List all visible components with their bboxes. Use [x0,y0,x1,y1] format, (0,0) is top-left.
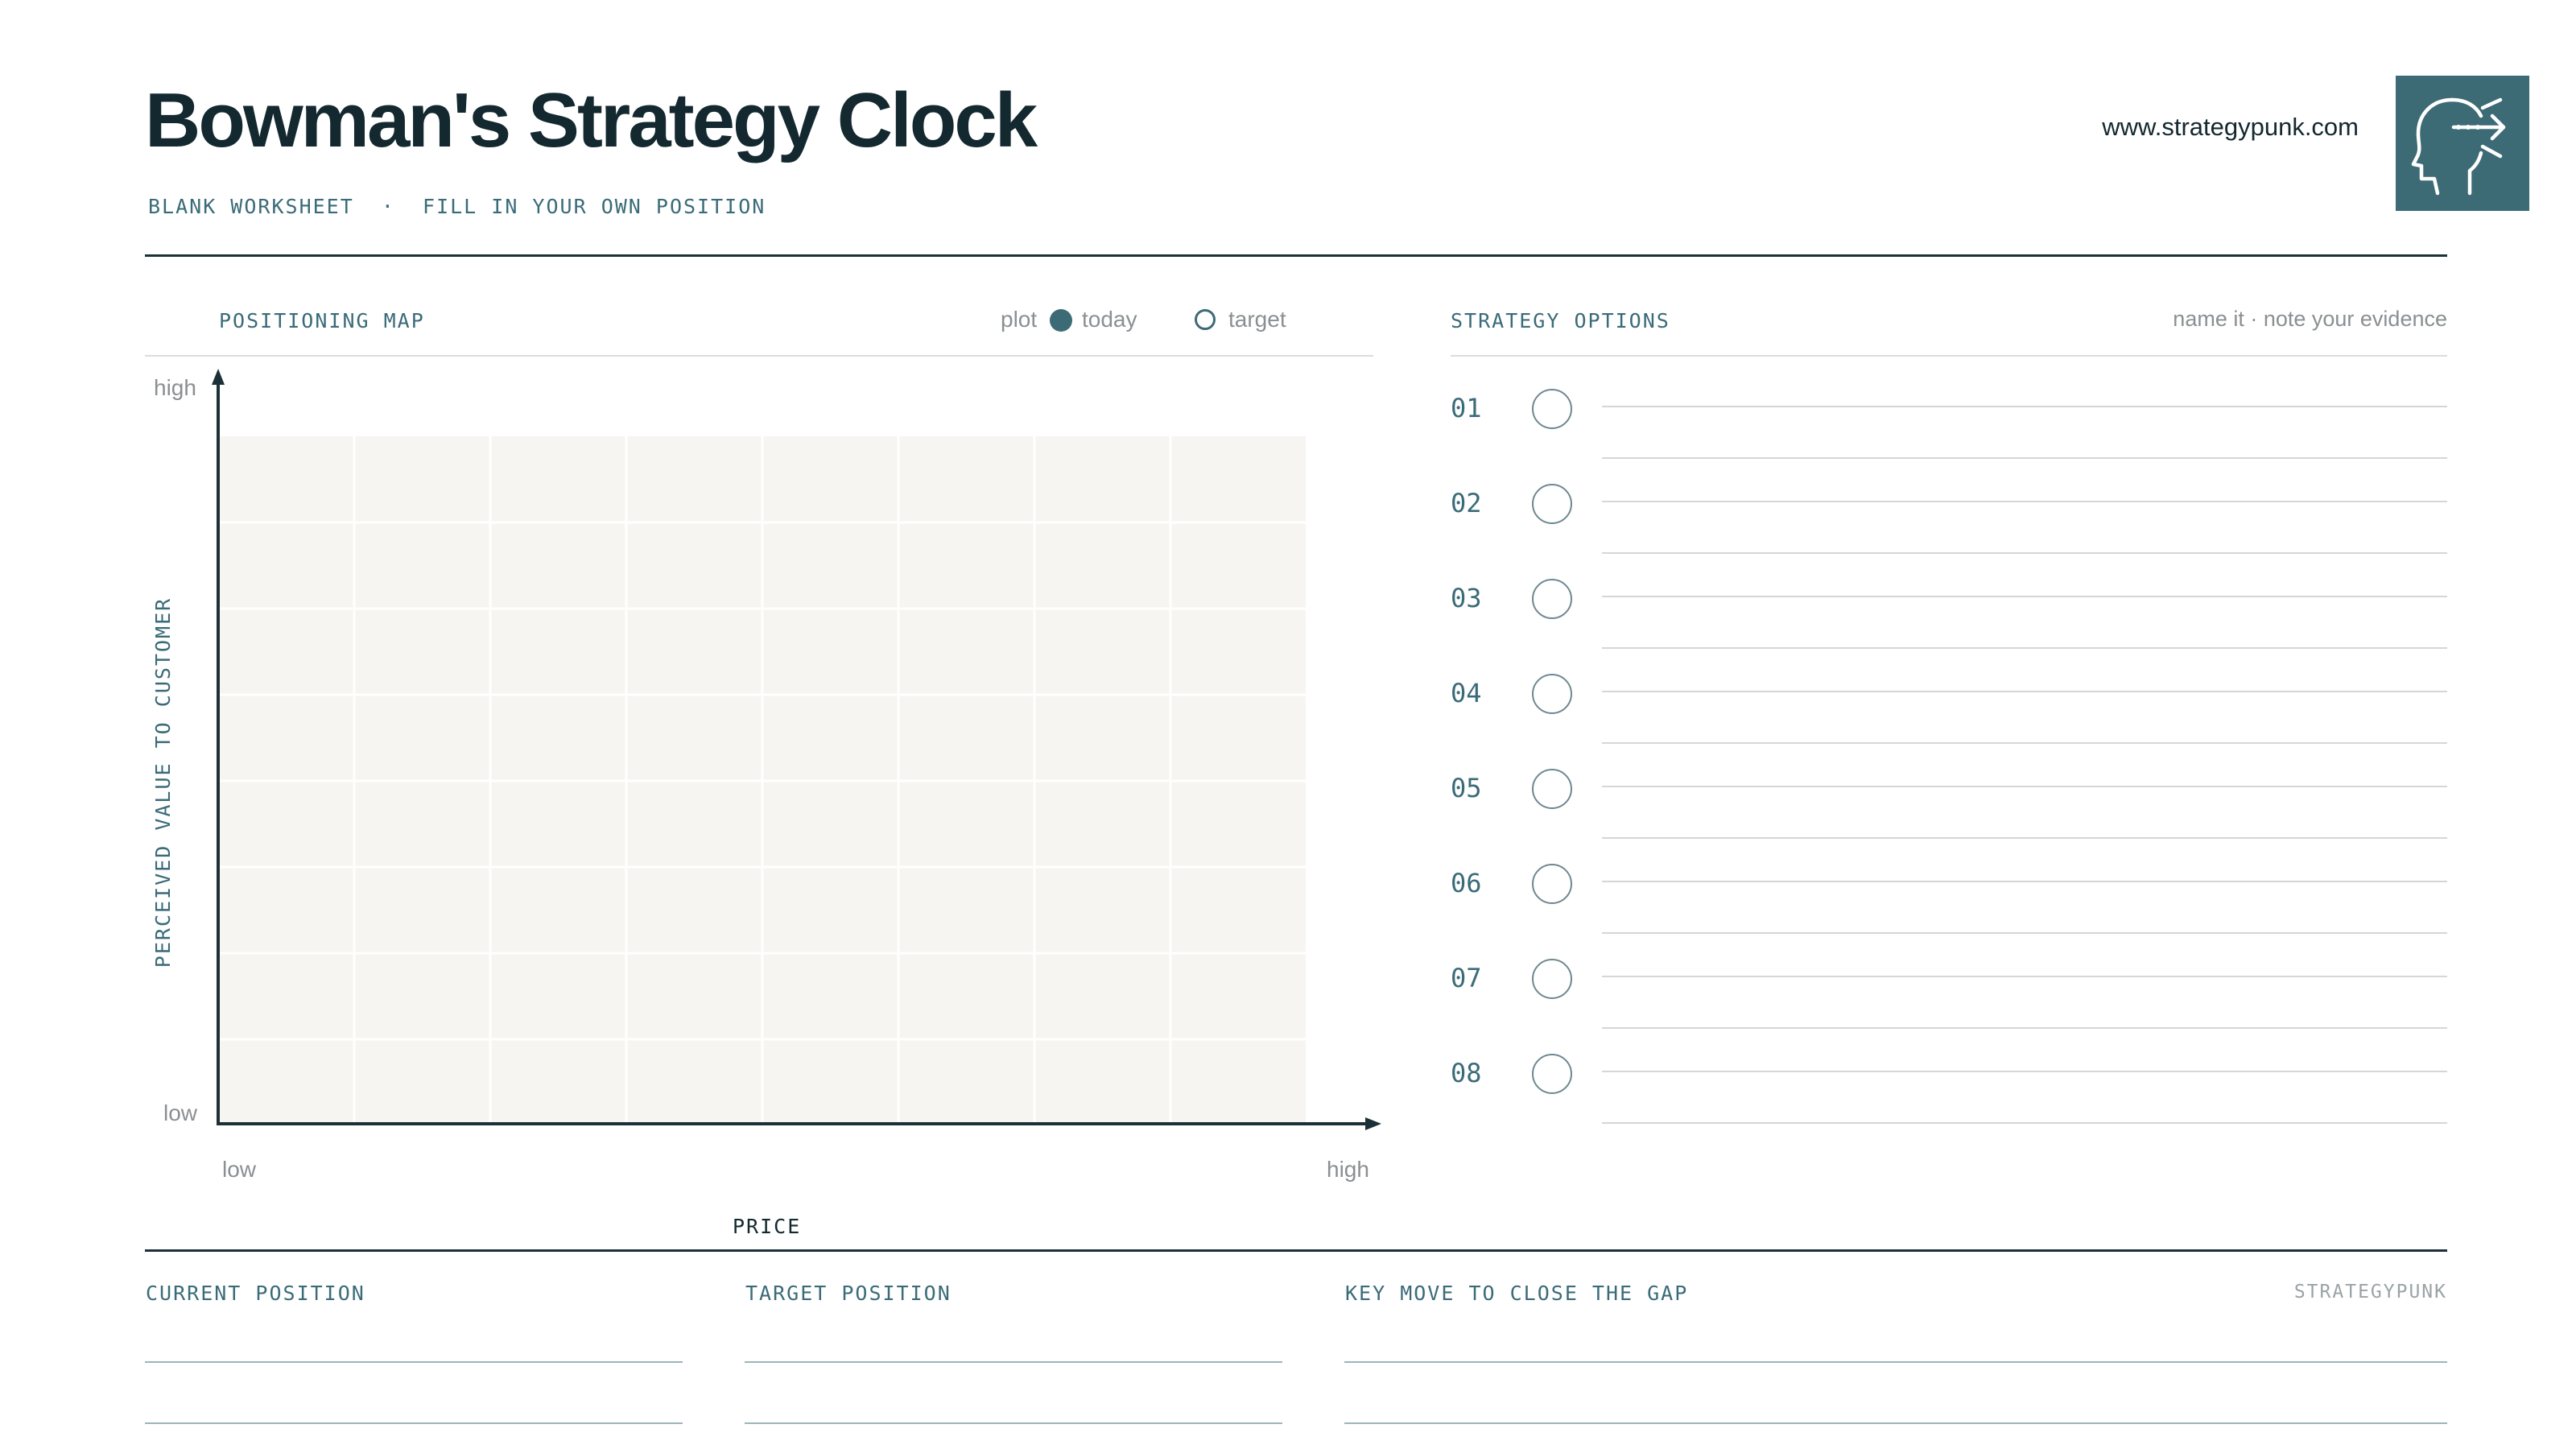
options-hint: name it · note your evidence [2173,307,2447,331]
option-evidence-line[interactable] [1602,932,2447,934]
page-subtitle: BLANK WORKSHEET · FILL IN YOUR OWN POSIT… [148,195,766,218]
map-section-label: POSITIONING MAP [219,309,425,332]
logo [2396,76,2529,211]
option-select-circle[interactable] [1532,674,1572,714]
option-evidence-line[interactable] [1602,647,2447,649]
key-move-line-2[interactable] [1344,1422,2447,1424]
option-number: 06 [1451,868,1482,898]
x-axis-low-label: low [222,1157,257,1182]
footer-divider [145,1249,2447,1252]
option-select-circle[interactable] [1532,389,1572,429]
legend-target-label: target [1228,307,1286,332]
page-title: Bowman's Strategy Clock [145,77,1038,163]
option-name-line[interactable] [1602,786,2447,787]
x-axis [217,1117,1381,1130]
website-link[interactable]: www.strategypunk.com [2102,113,2359,141]
current-position-line-1[interactable] [145,1361,683,1363]
option-name-line[interactable] [1602,881,2447,882]
option-number: 04 [1451,678,1482,708]
key-move-line-1[interactable] [1344,1361,2447,1363]
option-number: 08 [1451,1058,1482,1088]
option-name-line[interactable] [1602,976,2447,977]
target-position-label: TARGET POSITION [745,1282,952,1305]
option-number: 05 [1451,773,1482,803]
key-move-label: KEY MOVE TO CLOSE THE GAP [1345,1282,1689,1305]
legend-target-marker [1195,309,1216,330]
option-number: 01 [1451,393,1482,423]
target-position-line-2[interactable] [745,1422,1282,1424]
map-grid-lines [219,436,1306,1122]
y-axis-title: PERCEIVED VALUE TO CUSTOMER [151,597,175,968]
option-evidence-line[interactable] [1602,1027,2447,1029]
option-number: 02 [1451,488,1482,518]
target-position-line-1[interactable] [745,1361,1282,1363]
y-axis [212,369,225,1125]
option-select-circle[interactable] [1532,484,1572,524]
option-select-circle[interactable] [1532,579,1572,619]
option-name-line[interactable] [1602,501,2447,502]
option-name-line[interactable] [1602,596,2447,597]
option-name-line[interactable] [1602,1071,2447,1072]
options-section-label: STRATEGY OPTIONS [1451,309,1670,332]
x-axis-title: PRICE [733,1215,802,1238]
option-evidence-line[interactable] [1602,837,2447,839]
legend-today-marker [1050,309,1072,332]
option-evidence-line[interactable] [1602,1122,2447,1124]
positioning-map[interactable] [121,362,1393,1151]
x-axis-high-label: high [1327,1157,1369,1182]
legend-plot-label: plot [1001,307,1038,332]
option-evidence-line[interactable] [1602,742,2447,744]
option-number: 03 [1451,583,1482,613]
options-header-rule [1451,355,2447,357]
option-evidence-line[interactable] [1602,552,2447,554]
option-evidence-line[interactable] [1602,457,2447,459]
map-header-rule [145,355,1373,357]
header-divider [145,254,2447,257]
current-position-line-2[interactable] [145,1422,683,1424]
option-select-circle[interactable] [1532,769,1572,809]
option-number: 07 [1451,963,1482,993]
y-axis-high-label: high [154,375,196,400]
head-arrows-icon [2411,97,2506,196]
option-select-circle[interactable] [1532,959,1572,999]
option-select-circle[interactable] [1532,1054,1572,1094]
option-name-line[interactable] [1602,691,2447,692]
option-name-line[interactable] [1602,406,2447,407]
current-position-label: CURRENT POSITION [146,1282,365,1305]
legend-today-label: today [1082,307,1137,332]
y-axis-low-label: low [163,1100,198,1125]
footer-brand: STRATEGYPUNK [2293,1282,2447,1302]
option-select-circle[interactable] [1532,864,1572,904]
